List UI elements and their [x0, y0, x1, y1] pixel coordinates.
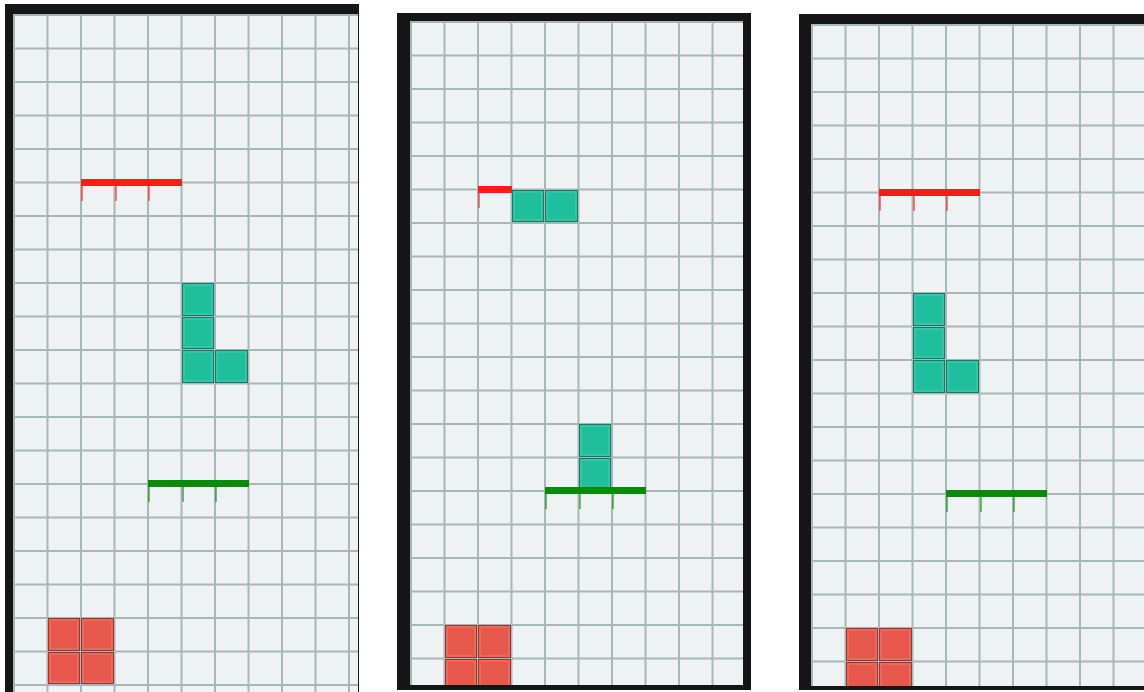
- marker-bar: [81, 179, 182, 186]
- green-line-marker: [148, 480, 249, 492]
- marker-tick: [148, 185, 150, 201]
- marker-tick: [612, 493, 614, 509]
- red-block-cell: [81, 652, 114, 685]
- game-board-panel-2: [397, 13, 751, 690]
- red-line-marker: [879, 189, 980, 201]
- marker-tick: [81, 185, 83, 201]
- marker-bar: [879, 189, 980, 196]
- playfield-grid: [13, 14, 358, 692]
- marker-tick: [879, 195, 881, 211]
- teal-block-cell: [946, 360, 979, 393]
- teal-block-cell: [512, 190, 545, 223]
- playfield-grid: [410, 21, 743, 685]
- marker-tick: [148, 486, 150, 502]
- marker-bar: [946, 490, 1047, 497]
- marker-tick: [1013, 496, 1015, 512]
- marker-bar: [148, 480, 249, 487]
- red-line-marker: [478, 186, 512, 198]
- teal-block-cell: [913, 360, 946, 393]
- red-block-cell: [846, 628, 879, 661]
- marker-tick: [980, 496, 982, 512]
- red-block-cell: [478, 659, 511, 686]
- marker-tick: [946, 195, 948, 211]
- game-board-panel-3: [799, 14, 1144, 690]
- red-block-cell: [879, 662, 912, 687]
- marker-tick: [115, 185, 117, 201]
- marker-bar: [545, 487, 646, 494]
- red-block-cell: [445, 625, 478, 658]
- red-block-cell: [846, 662, 879, 687]
- red-block-cell: [48, 618, 81, 651]
- red-block-cell: [48, 652, 81, 685]
- teal-block-cell: [545, 190, 578, 223]
- teal-block-cell: [913, 293, 946, 326]
- game-board-panel-1: [5, 4, 359, 692]
- teal-block-cell: [913, 327, 946, 360]
- marker-tick: [913, 195, 915, 211]
- marker-bar: [478, 186, 512, 193]
- red-block-cell: [445, 659, 478, 686]
- marker-tick: [946, 496, 948, 512]
- green-line-marker: [946, 490, 1047, 502]
- marker-tick: [545, 493, 547, 509]
- teal-block-cell: [182, 350, 215, 383]
- red-line-marker: [81, 179, 182, 191]
- marker-tick: [579, 493, 581, 509]
- playfield-grid: [811, 24, 1144, 686]
- red-block-cell: [478, 625, 511, 658]
- teal-block-cell: [579, 458, 612, 491]
- marker-tick: [478, 192, 480, 208]
- red-block-cell: [879, 628, 912, 661]
- teal-block-cell: [182, 283, 215, 316]
- red-block-cell: [81, 618, 114, 651]
- green-line-marker: [545, 487, 646, 499]
- teal-block-cell: [579, 424, 612, 457]
- marker-tick: [182, 486, 184, 502]
- marker-tick: [215, 486, 217, 502]
- teal-block-cell: [182, 317, 215, 350]
- teal-block-cell: [215, 350, 248, 383]
